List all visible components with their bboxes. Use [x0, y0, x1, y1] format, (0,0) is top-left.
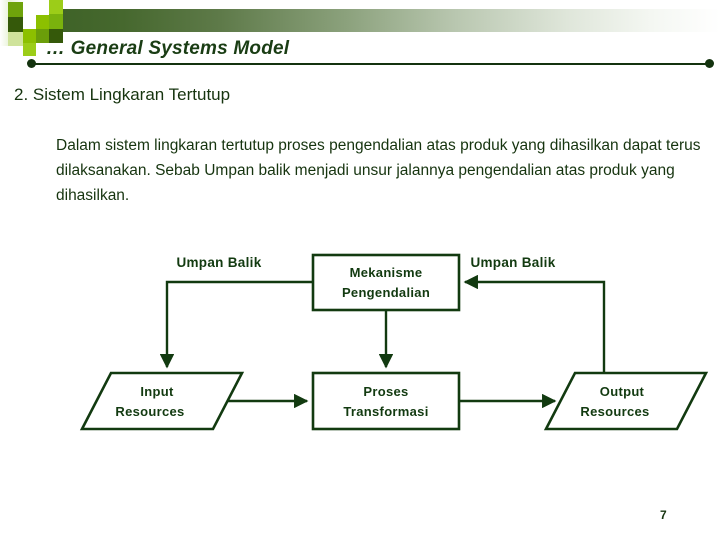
rule-dot-right	[705, 59, 714, 68]
edge-feedback-right	[463, 274, 606, 373]
section-heading: 2. Sistem Lingkaran Tertutup	[14, 85, 231, 104]
node-proses-label-line2: Transformasi	[343, 404, 428, 419]
page-title: … General Systems Model	[46, 38, 290, 59]
decor-square-0	[8, 2, 23, 17]
body-paragraph: Dalam sistem lingkaran tertutup proses p…	[56, 137, 701, 204]
node-mekanisme-label-line1: Mekanisme	[350, 265, 423, 280]
decor-square-2	[36, 0, 49, 15]
decor-square-5	[23, 15, 36, 29]
rule-dot-left	[27, 59, 36, 68]
node-mekanisme-label-line2: Pengendalian	[342, 285, 430, 300]
decor-square-10	[36, 29, 49, 43]
node-input-label-line1: Input	[140, 384, 174, 399]
node-output-label-line1: Output	[600, 384, 645, 399]
node-output-label-line2: Resources	[580, 404, 649, 419]
decor-square-8	[8, 32, 23, 46]
decor-square-3	[49, 0, 63, 14]
decor-square-11	[49, 29, 63, 43]
decor-square-9	[23, 29, 36, 43]
node-output-resources	[543, 371, 709, 431]
header-gradient-bar	[26, 9, 720, 32]
decor-square-1	[23, 2, 36, 15]
decor-square-4	[8, 17, 23, 32]
edge-label-feedback-left: Umpan Balik	[176, 255, 261, 270]
decor-square-6	[36, 15, 49, 29]
slide-header	[0, 0, 720, 70]
node-input-resources	[79, 371, 245, 431]
page-number: 7	[660, 508, 667, 522]
node-proses-transformasi	[311, 371, 461, 431]
decor-square-7	[49, 14, 63, 29]
node-input-label-line2: Resources	[115, 404, 184, 419]
edge-label-feedback-right: Umpan Balik	[470, 255, 555, 270]
node-proses-label-line1: Proses	[363, 384, 408, 399]
general-systems-model-diagram: Mekanisme Pengendalian Proses Transforma…	[0, 235, 720, 460]
node-mekanisme-pengendalian	[311, 253, 461, 312]
decor-square-12	[23, 43, 36, 56]
title-underline-rule	[30, 63, 712, 65]
edge-feedback-left	[159, 280, 313, 369]
